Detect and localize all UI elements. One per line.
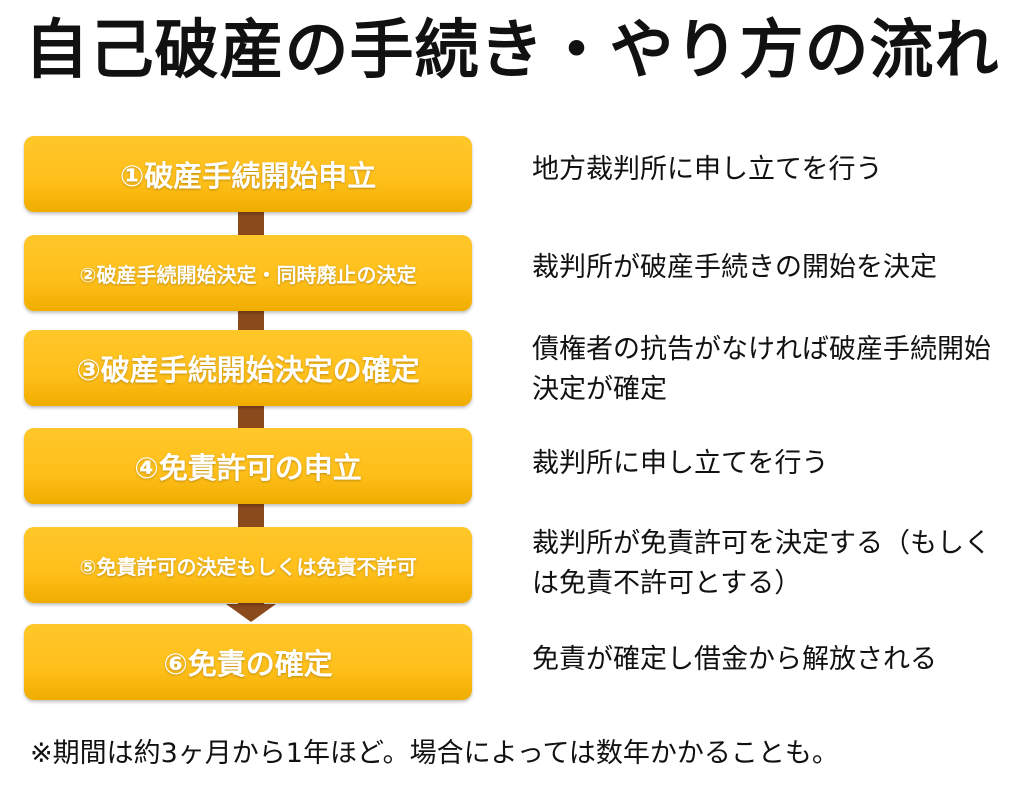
arrow-down-icon (226, 604, 276, 622)
connector-1-2 (238, 212, 264, 236)
step-4-description: 裁判所に申し立てを行う (532, 448, 829, 479)
step-5-label: ⑤免責許可の決定もしくは免責不許可 (79, 554, 417, 579)
connector-4-5 (238, 504, 264, 528)
step-4-box: ④免責許可の申立 (24, 428, 472, 504)
page-title: 自己破産の手続き・やり方の流れ (24, 14, 1000, 88)
step-1-description: 地方裁判所に申し立てを行う (532, 154, 883, 185)
step-5-box: ⑤免責許可の決定もしくは免責不許可 (24, 527, 472, 603)
step-2-label: ②破産手続開始決定・同時廃止の決定 (79, 262, 417, 287)
step-2-description: 裁判所が破産手続きの開始を決定 (532, 252, 937, 283)
step-6-box: ⑥免責の確定 (24, 624, 472, 700)
step-1-box: ①破産手続開始申立 (24, 136, 472, 212)
connector-3-4 (238, 406, 264, 428)
step-2-box: ②破産手続開始決定・同時廃止の決定 (24, 235, 472, 311)
step-3-box: ③破産手続開始決定の確定 (24, 330, 472, 406)
connector-2-3 (238, 311, 264, 331)
footnote: ※期間は約3ヶ月から1年ほど。場合によっては数年かかることも。 (30, 738, 839, 769)
step-3-label: ③破産手続開始決定の確定 (76, 353, 420, 387)
step-3-description: 債権者の抗告がなければ破産手続開始決定が確定 (532, 334, 991, 405)
step-6-description: 免責が確定し借金から解放される (532, 644, 937, 675)
step-5-description: 裁判所が免責許可を決定する（もしくは免責不許可とする） (532, 528, 991, 599)
step-1-label: ①破産手続開始申立 (119, 159, 377, 193)
step-4-label: ④免責許可の申立 (134, 451, 362, 485)
step-6-label: ⑥免責の確定 (163, 647, 333, 681)
